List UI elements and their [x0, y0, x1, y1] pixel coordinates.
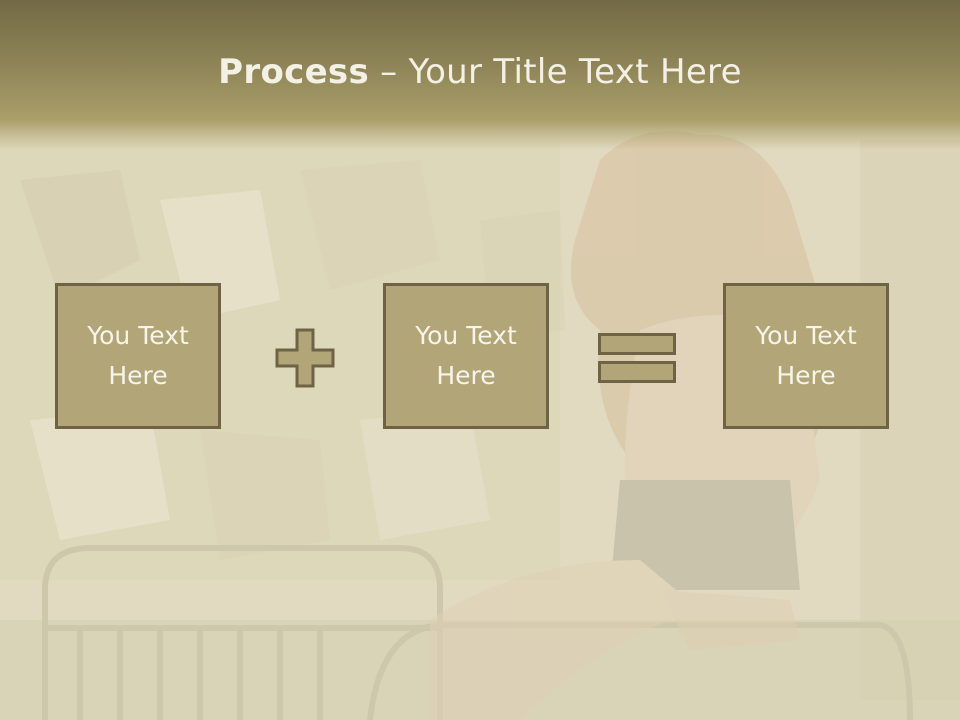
plus-icon	[275, 328, 335, 388]
process-box-1[interactable]: You Text Here	[55, 283, 221, 429]
title-banner: Process – Your Title Text Here	[0, 0, 960, 150]
process-box-3[interactable]: You Text Here	[723, 283, 889, 429]
process-box-3-text: You Text Here	[755, 321, 857, 390]
slide-title: Process – Your Title Text Here	[0, 52, 960, 92]
title-rest: Your Title Text Here	[408, 52, 742, 92]
title-bold: Process	[218, 52, 370, 92]
process-box-2[interactable]: You Text Here	[383, 283, 549, 429]
process-box-2-text: You Text Here	[415, 321, 517, 390]
title-dash: –	[369, 52, 409, 92]
process-box-1-text: You Text Here	[87, 321, 189, 390]
equals-icon	[598, 333, 676, 383]
